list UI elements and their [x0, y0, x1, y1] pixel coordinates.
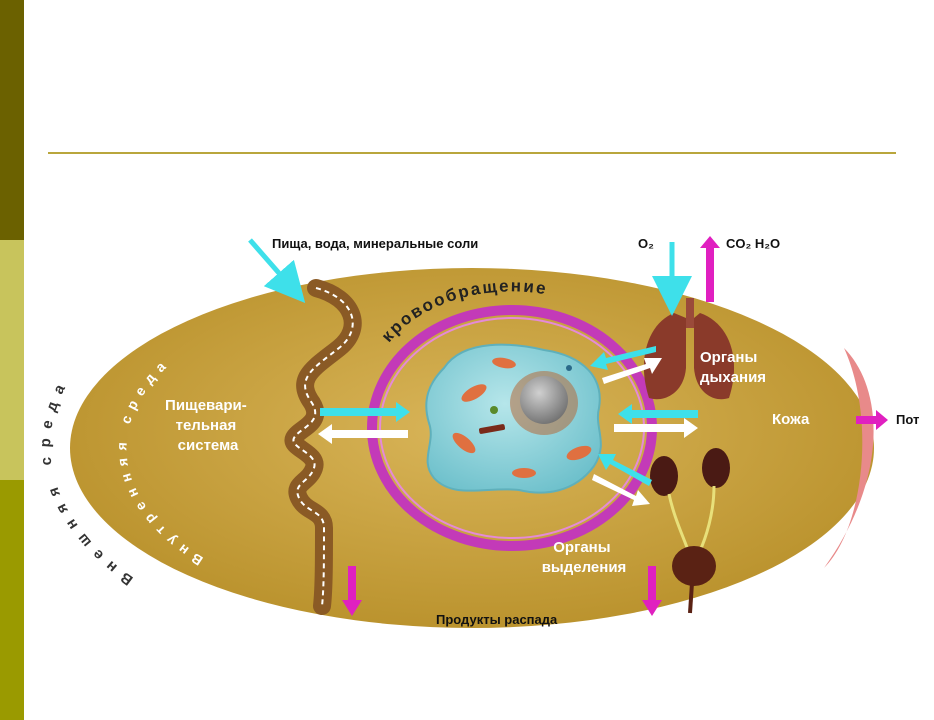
sidebar-segment-mid	[0, 480, 24, 720]
sweat-label: Пот	[896, 412, 919, 427]
co2-output-arrow	[700, 236, 720, 302]
skin-layer	[824, 348, 874, 568]
sidebar-segment-dark	[0, 0, 24, 240]
excretory-organs-label: Органы выделения	[542, 539, 627, 576]
homeostasis-diagram: Внешняя среда Внутренняя среда кровообра…	[37, 236, 919, 628]
decay-products-label: Продукты распада	[436, 612, 558, 627]
body-cell	[425, 343, 602, 494]
food-input-label: Пища, вода, минеральные соли	[272, 236, 478, 251]
kidneys-to-blood-arrow	[598, 454, 652, 486]
decay-output-arrow-left	[342, 566, 362, 616]
o2-label: O₂	[638, 236, 654, 251]
blood-to-lungs-arrow	[602, 358, 662, 384]
digestive-system-label: Пищевари- тельная система	[165, 397, 251, 454]
co2-h2o-label: CO₂ H₂O	[726, 236, 780, 251]
excretory-organs	[650, 448, 730, 614]
digestive-tract	[284, 279, 362, 615]
food-input-arrow	[248, 238, 306, 304]
decay-output-arrow-right	[642, 566, 662, 616]
cell-nucleus	[520, 376, 568, 424]
slide-sidebar	[0, 0, 24, 720]
sidebar-segment-light	[0, 240, 24, 480]
sweat-output-arrow	[856, 410, 888, 430]
respiratory-organs-label: Органы дыхания	[700, 349, 766, 386]
skin-to-blood-arrow	[618, 404, 698, 424]
digestive-to-blood-arrow	[320, 402, 410, 422]
blood-to-skin-arrow	[614, 418, 698, 438]
blood-to-digestive-arrow	[318, 424, 408, 444]
skin-label: Кожа	[772, 411, 810, 428]
title-divider	[48, 152, 896, 154]
blood-to-kidneys-arrow	[592, 474, 650, 506]
lungs-to-blood-arrow	[590, 346, 656, 370]
